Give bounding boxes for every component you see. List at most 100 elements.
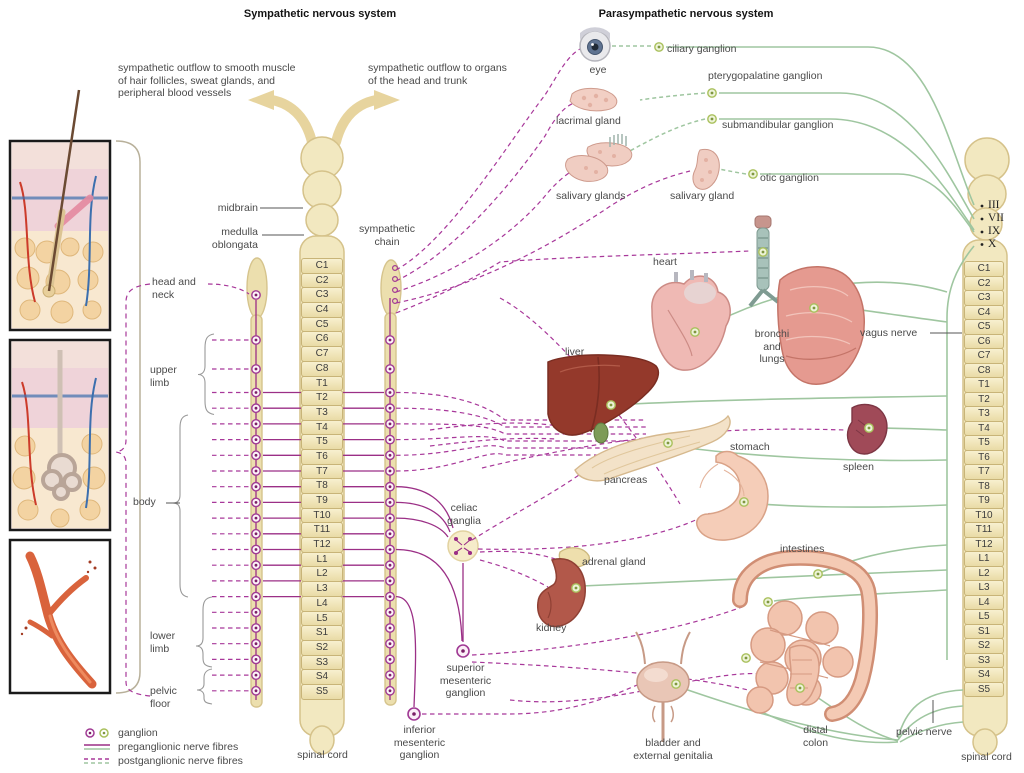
segment-label: T2: [964, 391, 1004, 407]
heart-illustration: [651, 270, 731, 371]
segment-label: T4: [301, 419, 343, 436]
segment-label: L1: [301, 551, 343, 568]
legend-preganglionic-label: preganglionic nerve fibres: [118, 741, 239, 753]
annotation-outflow-right: sympathetic outflow to organs of the hea…: [368, 62, 507, 87]
label-pelvic-nerve: pelvic nerve: [896, 726, 953, 738]
segment-label: L3: [964, 580, 1004, 596]
stomach-illustration: [696, 450, 769, 541]
label-kidney: kidney: [536, 622, 567, 634]
segment-label: C2: [964, 275, 1004, 291]
label-region-upper-limb: upper limb: [150, 364, 177, 389]
segment-label: C6: [964, 333, 1004, 349]
label-spinal-cord-right: spinal cord: [961, 751, 1012, 763]
preganglionic-rows: [263, 391, 384, 598]
legend-line-samples: [84, 744, 110, 764]
segment-label: C7: [301, 346, 343, 362]
segment-label: S5: [964, 681, 1004, 697]
label-vagus-nerve: vagus nerve: [860, 327, 918, 339]
segment-label: C3: [964, 290, 1004, 306]
label-salivary-gland: salivary gland: [670, 190, 735, 202]
label-lacrimal-gland: lacrimal gland: [556, 115, 621, 127]
segment-label: T8: [301, 478, 343, 494]
inset-bracket: [115, 140, 141, 694]
segment-label: L5: [964, 609, 1004, 625]
inferior-mesenteric-ganglion-icon: [407, 707, 421, 721]
segment-label: III: [988, 199, 1000, 211]
segment-label: T9: [301, 493, 343, 509]
segment-label: L2: [964, 565, 1004, 581]
segment-label: X: [988, 238, 997, 250]
segment-label: T5: [301, 434, 343, 450]
sympathetic-organ-dashes: [395, 48, 846, 715]
label-region-pelvic-floor: pelvic floor: [150, 685, 177, 710]
label-inferior-mesenteric-ganglion: inferior mesenteric ganglion: [393, 724, 446, 761]
segment-label: L2: [301, 566, 343, 583]
label-spinal-cord-center: spinal cord: [297, 749, 348, 761]
label-ciliary-ganglion: ciliary ganglion: [667, 43, 737, 55]
label-bronchi-lungs: bronchi and lungs: [754, 328, 790, 365]
label-intestines: intestines: [780, 543, 825, 555]
label-distal-colon: distal colon: [802, 724, 829, 749]
bladder-illustration: [635, 631, 691, 742]
label-submandibular-ganglion: submandibular ganglion: [722, 119, 834, 131]
label-otic-ganglion: otic ganglion: [760, 172, 819, 184]
segment-label: C2: [301, 272, 343, 289]
lacrimal-gland-illustration: [569, 87, 618, 112]
segment-label: T11: [964, 522, 1004, 538]
segment-label: S1: [301, 625, 343, 641]
label-liver: liver: [565, 346, 585, 358]
segment-label: T11: [301, 522, 343, 539]
superior-mesenteric-ganglion-icon: [456, 644, 470, 658]
segment-label: L4: [964, 594, 1004, 610]
segment-label: L1: [964, 551, 1004, 567]
intestines-illustration: [732, 549, 878, 722]
label-heart: heart: [653, 256, 677, 268]
outflow-arrows: [248, 90, 400, 147]
label-stomach: stomach: [730, 441, 770, 453]
segment-label: T3: [964, 406, 1004, 422]
segment-label: T6: [964, 449, 1004, 465]
segment-label: S3: [964, 652, 1004, 668]
segment-label: L4: [301, 595, 343, 612]
segment-label: C7: [964, 348, 1004, 364]
segment-label: S1: [964, 623, 1004, 639]
label-medulla-oblongata: medulla oblongata: [211, 226, 258, 251]
distal-colon-illustration: [786, 644, 820, 707]
pancreas-illustration: [574, 414, 731, 482]
postganglionic-left-dashes: [207, 283, 250, 692]
segment-label: T12: [964, 536, 1004, 552]
segment-label: T3: [301, 404, 343, 421]
eye-illustration: [579, 27, 611, 62]
segment-label: T12: [301, 537, 343, 553]
skin-inset-hair-follicle: [8, 89, 112, 332]
segment-label: T2: [301, 390, 343, 406]
segment-label: C8: [964, 362, 1004, 378]
segment-label: T5: [964, 435, 1004, 451]
parasympathetic-solid: [581, 46, 975, 744]
segment-label: S2: [964, 638, 1004, 654]
label-midbrain: midbrain: [217, 202, 258, 214]
annotation-outflow-left: sympathetic outflow to smooth muscle of …: [118, 62, 296, 99]
segment-label: S2: [301, 639, 343, 656]
segment-label: T7: [964, 464, 1004, 480]
segment-label: C1: [964, 261, 1004, 277]
label-eye: eye: [589, 64, 607, 76]
segment-label: S4: [301, 669, 343, 685]
title-parasympathetic: Parasympathetic nervous system: [598, 8, 774, 20]
label-adrenal-gland: adrenal gland: [582, 556, 646, 568]
title-sympathetic: Sympathetic nervous system: [243, 8, 397, 20]
legend-ganglion-label: ganglion: [118, 727, 158, 739]
segment-label: S4: [964, 667, 1004, 683]
legend-postganglionic-label: postganglionic nerve fibres: [118, 755, 243, 767]
label-pancreas: pancreas: [604, 474, 648, 486]
segment-label: C1: [301, 258, 343, 274]
segment-label: L5: [301, 610, 343, 627]
label-region-body: body: [133, 496, 156, 508]
celiac-ganglia-illustration: [447, 530, 479, 562]
segment-label: S5: [301, 683, 343, 700]
label-bladder: bladder and external genitalia: [633, 737, 713, 762]
label-celiac-ganglia: celiac ganglia: [447, 502, 481, 527]
